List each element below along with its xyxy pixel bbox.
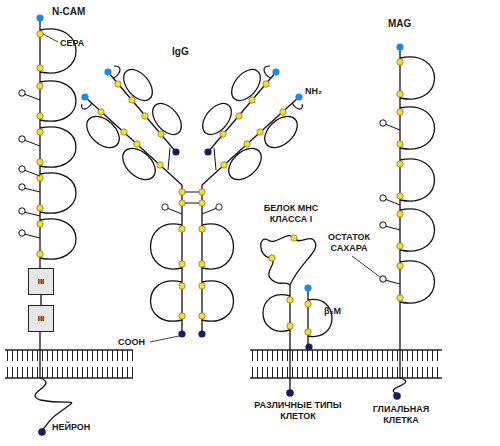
- terminus-label: COOH: [118, 337, 152, 348]
- ncam-protein: [19, 14, 76, 435]
- cell-type-label: НЕЙРОН: [52, 422, 112, 433]
- terminus-label: NH₂: [305, 86, 335, 97]
- callout-label: ОСТАТОК САХАРА: [316, 232, 382, 254]
- protein-name: MAG: [388, 18, 422, 29]
- protein-name: IgG: [172, 46, 202, 57]
- domain-label: III: [38, 314, 45, 323]
- domain-box: III: [28, 305, 54, 332]
- callout-label: СЕРА: [60, 38, 100, 49]
- subunit-label: β₂M: [324, 306, 354, 317]
- mag-protein: [352, 43, 435, 399]
- domain-label: III: [38, 277, 45, 286]
- lipid-bilayer: [5, 350, 442, 378]
- cell-type-label: ГЛИАЛЬНАЯ КЛЕТКА: [362, 404, 440, 426]
- cell-type-label: РАЗЛИЧНЫЕ ТИПЫ КЛЕТОК: [248, 400, 348, 422]
- domain-box: III: [28, 268, 54, 295]
- protein-name: N-CAM: [52, 6, 92, 17]
- chain-connector: [40, 295, 41, 305]
- protein-name: БЕЛОК МНС КЛАССА I: [246, 203, 336, 225]
- mhc-protein: [261, 235, 332, 397]
